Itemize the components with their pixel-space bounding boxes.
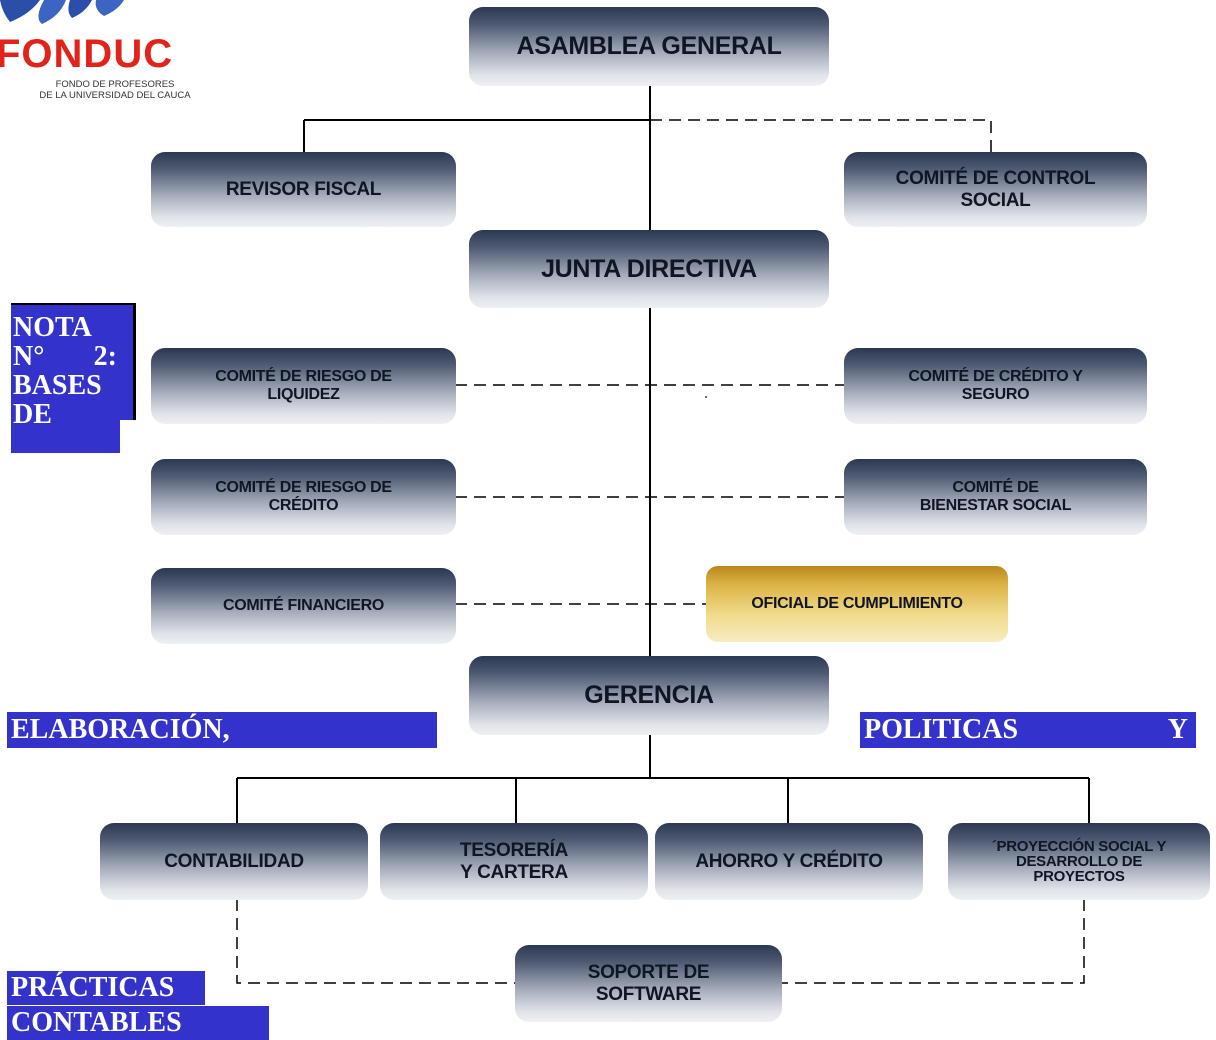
- control-link: [650, 119, 992, 155]
- note-word-politicas: POLITICAS: [864, 714, 1019, 745]
- node-revisor-fiscal[interactable]: REVISOR FISCAL: [151, 152, 456, 227]
- logo-waves-icon: [0, 0, 124, 24]
- note-politicas-row: POLITICAS Y: [860, 712, 1196, 748]
- note-number-row: N° 2:: [13, 342, 117, 371]
- node-proyeccion-social[interactable]: ´PROYECCIÓN SOCIAL Y DESARROLLO DE PROYE…: [948, 823, 1210, 900]
- node-comite-riesgo-credito[interactable]: COMITÉ DE RIESGO DE CRÉDITO: [151, 459, 456, 535]
- note-word-nota: NOTA: [13, 312, 92, 343]
- note-word-bases: BASES: [13, 370, 102, 401]
- node-comite-credito-seguro[interactable]: COMITÉ DE CRÉDITO Y SEGURO: [844, 348, 1147, 424]
- node-comite-riesgo-liquidez[interactable]: COMITÉ DE RIESGO DE LIQUIDEZ: [151, 348, 456, 424]
- logo-subtitle-2: DE LA UNIVERSIDAD DEL CAUCA: [39, 90, 191, 101]
- node-soporte-software[interactable]: SOPORTE DE SOFTWARE: [515, 945, 782, 1022]
- node-tesoreria-cartera[interactable]: TESORERÍA Y CARTERA: [380, 823, 648, 900]
- note-word-de: DE: [13, 399, 52, 430]
- note-block: NOTA N° 2: BASES DE: [11, 303, 136, 453]
- node-oficial-cumplimiento[interactable]: OFICIAL DE CUMPLIMIENTO: [706, 566, 1008, 642]
- node-asamblea-general[interactable]: ASAMBLEA GENERAL: [469, 7, 829, 86]
- soporte-left-link: [236, 899, 516, 984]
- note-practicas: PRÁCTICAS: [7, 971, 205, 1005]
- node-gerencia[interactable]: GERENCIA: [469, 656, 829, 735]
- soporte-right-link: [782, 899, 1085, 984]
- note-mask: [120, 420, 140, 456]
- node-comite-bienestar-social[interactable]: COMITÉ DE BIENESTAR SOCIAL: [844, 459, 1147, 535]
- node-ahorro-credito[interactable]: AHORRO Y CRÉDITO: [655, 823, 923, 900]
- node-comite-financiero[interactable]: COMITÉ FINANCIERO: [151, 568, 456, 644]
- node-comite-control-social[interactable]: COMITÉ DE CONTROL SOCIAL: [844, 152, 1147, 227]
- node-junta-directiva[interactable]: JUNTA DIRECTIVA: [469, 230, 829, 308]
- note-contables: CONTABLES: [7, 1006, 269, 1040]
- note-word-y: Y: [1167, 714, 1188, 745]
- fonduc-logo: FONDUC FONDO DE PROFESORES DE LA UNIVERS…: [0, 0, 220, 110]
- note-word-no: N°: [13, 341, 45, 372]
- note-word-2: 2:: [93, 341, 117, 372]
- note-elaboracion: ELABORACIÓN,: [7, 712, 437, 748]
- logo-subtitle-1: FONDO DE PROFESORES: [55, 79, 175, 90]
- logo-name: FONDUC: [0, 32, 174, 76]
- node-contabilidad[interactable]: CONTABILIDAD: [100, 823, 368, 900]
